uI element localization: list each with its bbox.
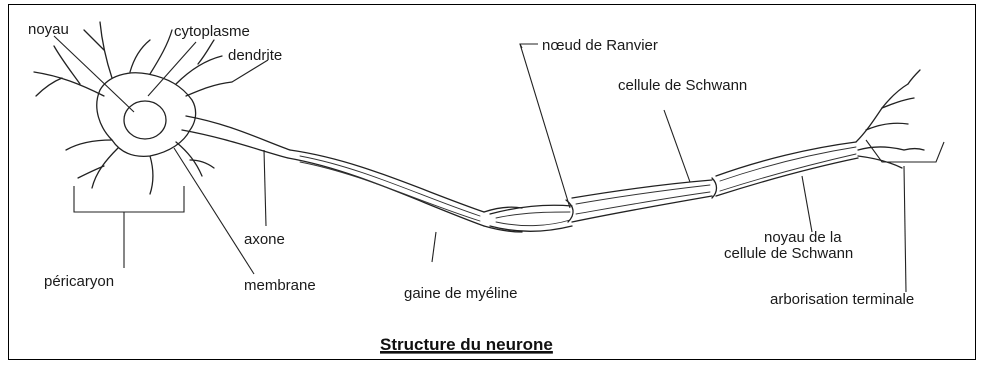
- label-cellule-de-schwann-2: cellule de Schwann: [724, 245, 853, 262]
- myelinated-axon: [288, 142, 858, 232]
- label-arborisation-terminale: arborisation terminale: [770, 291, 914, 308]
- label-axone: axone: [244, 231, 285, 248]
- label-cellule-de-schwann: cellule de Schwann: [618, 77, 747, 94]
- label-membrane: membrane: [244, 277, 316, 294]
- figure-caption: Structure du neurone: [380, 335, 553, 354]
- label-cytoplasme: cytoplasme: [174, 23, 250, 40]
- label-noyau: noyau: [28, 21, 69, 38]
- terminal-arborisation: [856, 70, 944, 168]
- label-noyau-de-la: noyau de la: [764, 229, 842, 246]
- label-pericaryon: péricaryon: [44, 273, 114, 290]
- label-noeud-de-ranvier: nœud de Ranvier: [542, 37, 658, 54]
- label-dendrite: dendrite: [228, 47, 282, 64]
- label-gaine-de-myeline: gaine de myéline: [404, 285, 517, 302]
